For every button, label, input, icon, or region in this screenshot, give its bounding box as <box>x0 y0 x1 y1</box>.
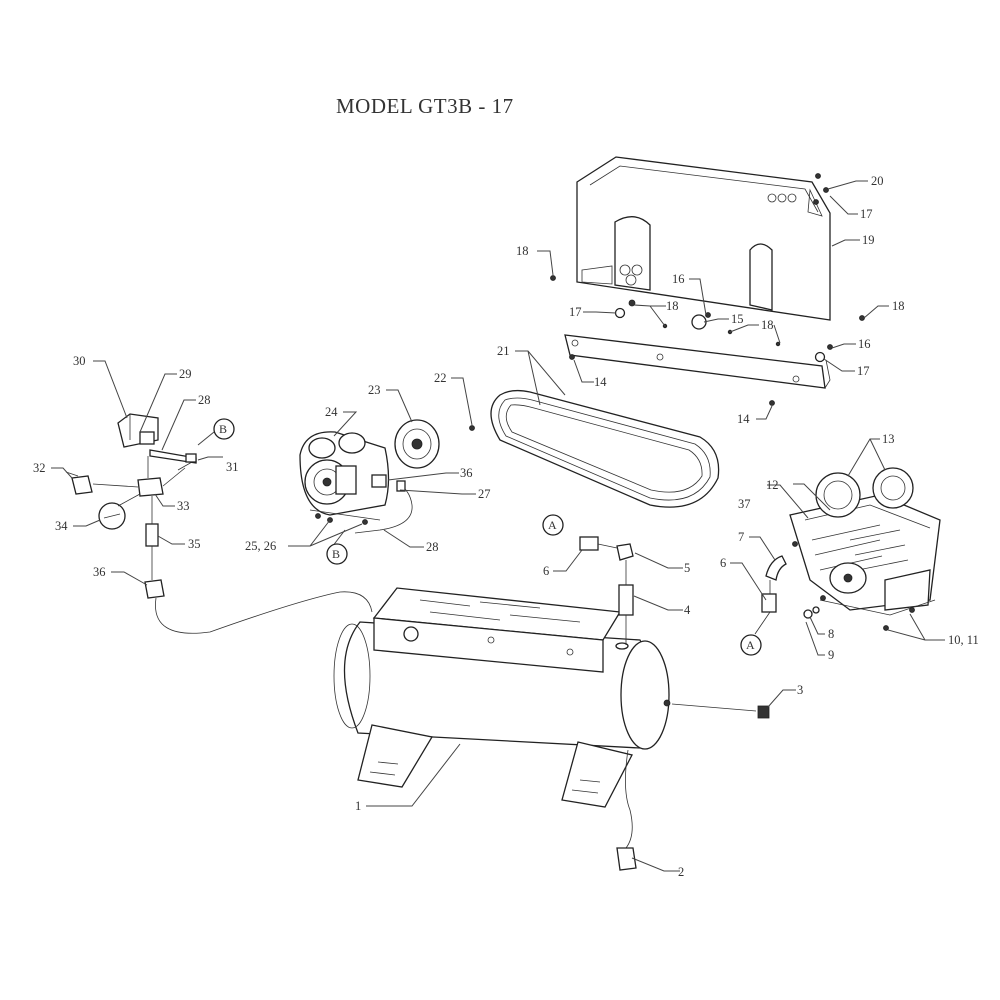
callout-17c: 17 <box>860 207 873 221</box>
callout-labels: 1 2 3 4 5 6 6 7 8 9 10, 11 12 13 14 14 1… <box>33 174 979 879</box>
callout-17b: 17 <box>857 364 870 378</box>
tank-plug <box>757 705 770 719</box>
connector-a-bottom-label: A <box>746 638 755 652</box>
callout-15: 15 <box>731 312 744 326</box>
callout-21: 21 <box>497 344 510 358</box>
callout-7: 7 <box>738 530 744 544</box>
leader-lines <box>51 180 945 872</box>
pressure-switch <box>117 413 159 448</box>
drain-valve <box>616 847 637 871</box>
callout-28b: 28 <box>426 540 439 554</box>
callout-17a: 17 <box>569 305 582 319</box>
callout-18b: 18 <box>516 244 529 258</box>
guard-bracket <box>564 334 831 389</box>
callout-23: 23 <box>368 383 381 397</box>
callout-25-26: 25, 26 <box>245 539 276 553</box>
callout-5: 5 <box>684 561 690 575</box>
motor-pulley <box>394 419 440 469</box>
callout-18c: 18 <box>892 299 905 313</box>
manifold <box>137 477 164 497</box>
connector-b-bottom-label: B <box>332 547 340 561</box>
callout-28a: 28 <box>198 393 211 407</box>
callout-22: 22 <box>434 371 447 385</box>
callout-14a: 14 <box>594 375 607 389</box>
connector-b-top-label: B <box>219 422 227 436</box>
callout-36b: 36 <box>460 466 473 480</box>
connector-a-top <box>542 514 564 536</box>
drain-line <box>625 749 633 849</box>
air-tank <box>333 587 671 808</box>
connector-a-bottom <box>740 634 762 656</box>
callout-10-11: 10, 11 <box>948 633 979 647</box>
callout-13: 13 <box>882 432 895 446</box>
callout-6a: 6 <box>543 564 549 578</box>
callout-19: 19 <box>862 233 875 247</box>
discharge-elbow <box>765 555 787 581</box>
callout-33: 33 <box>177 499 190 513</box>
electric-motor <box>299 431 390 525</box>
callout-9: 9 <box>828 648 834 662</box>
callout-34: 34 <box>55 519 68 533</box>
callout-31: 31 <box>226 460 239 474</box>
callout-18a: 18 <box>666 299 679 313</box>
unloader-fitting <box>144 579 165 599</box>
connector-markers: A A B B <box>213 418 762 656</box>
unloader-tube <box>155 591 373 634</box>
callout-3: 3 <box>797 683 803 697</box>
motor-bushing <box>371 474 387 488</box>
callout-16a: 16 <box>672 272 685 286</box>
callout-32: 32 <box>33 461 46 475</box>
compressor-pump <box>789 467 941 631</box>
callout-27: 27 <box>478 487 491 501</box>
connector-b-top <box>213 418 235 440</box>
callout-37: 37 <box>738 497 751 511</box>
pipe-nipple <box>145 523 159 547</box>
callout-6b: 6 <box>720 556 726 570</box>
set-screw <box>469 425 475 431</box>
check-valve-assembly <box>579 536 634 645</box>
callout-14b: 14 <box>737 412 750 426</box>
drain-bolt <box>803 609 813 619</box>
callout-4: 4 <box>684 603 691 617</box>
callout-30: 30 <box>73 354 86 368</box>
callout-36a: 36 <box>93 565 106 579</box>
belt-guard <box>576 156 831 321</box>
callout-1: 1 <box>355 799 361 813</box>
connector-b-bottom <box>326 543 348 565</box>
safety-valve <box>71 475 93 495</box>
callout-35: 35 <box>188 537 201 551</box>
callout-8: 8 <box>828 627 834 641</box>
cord-grip <box>185 453 197 463</box>
callout-16b: 16 <box>858 337 871 351</box>
switch-cord <box>149 449 197 464</box>
callout-18d: 18 <box>761 318 774 332</box>
drive-belt <box>490 389 720 508</box>
callout-12: 12 <box>766 478 779 492</box>
callout-24: 24 <box>325 405 338 419</box>
connector-a-top-label: A <box>548 518 557 532</box>
callout-20: 20 <box>871 174 884 188</box>
diagram-title: MODEL GT3B - 17 <box>336 94 514 118</box>
callout-2: 2 <box>678 865 684 879</box>
callout-29: 29 <box>179 367 192 381</box>
